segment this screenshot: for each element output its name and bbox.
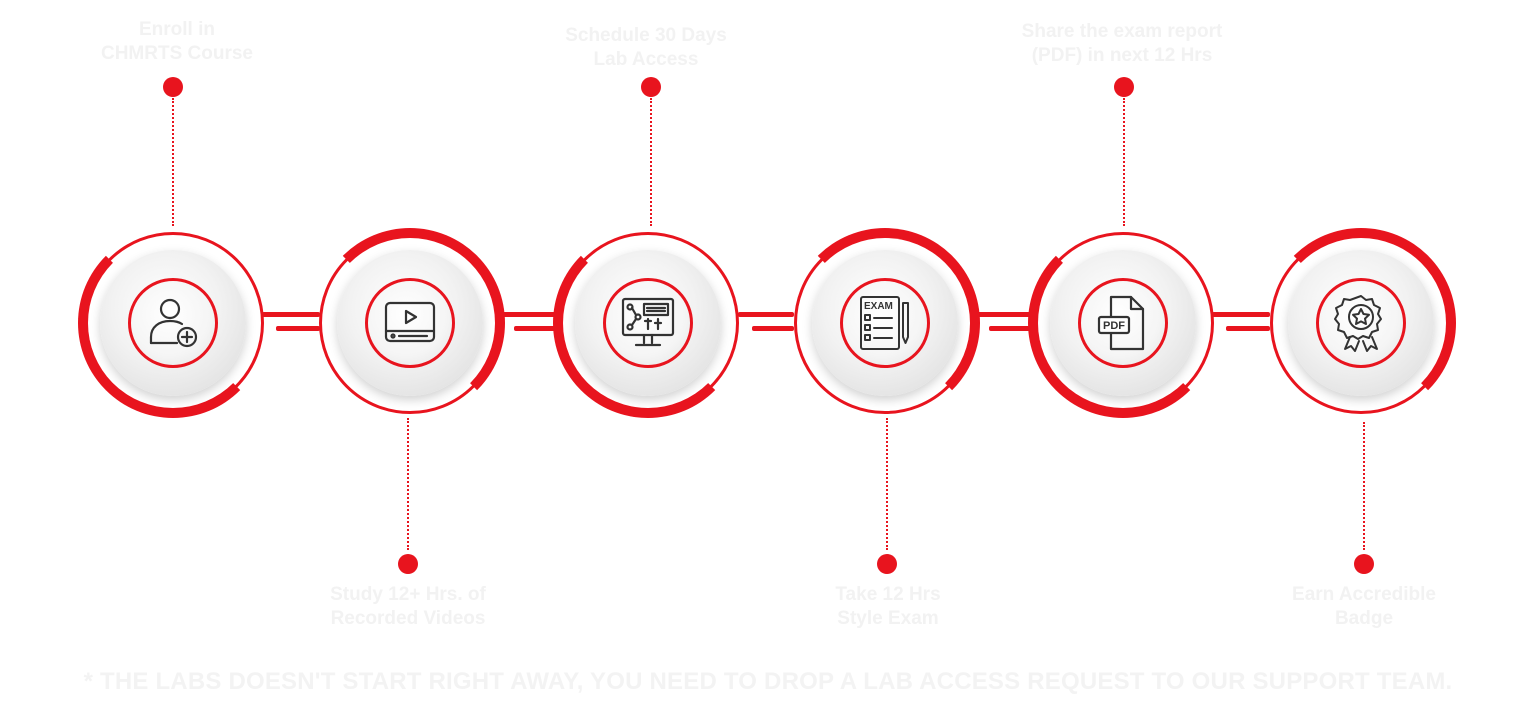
step-1-dot [163,77,183,97]
connector-4-5b [989,326,1033,331]
step-4-thin-ring [794,232,976,414]
step-6-node [1266,228,1456,418]
step-5-dot [1114,77,1134,97]
exam-icon-text: EXAM [864,301,893,312]
connector-5-6 [1212,312,1270,317]
network-computer-icon [621,297,675,347]
step-3-dotted-line [650,98,652,226]
step-6-inner-ring [1316,278,1406,368]
footer-note: * THE LABS DOESN'T START RIGHT AWAY, YOU… [83,668,1453,695]
video-player-icon [384,301,436,343]
step-5-dotted-line [1123,98,1125,226]
step-4-node: EXAM [790,228,980,418]
step-1-node [78,228,268,418]
step-3-inner-ring [603,278,693,368]
connector-3-4b [752,326,794,331]
step-2-inner-ring [365,278,455,368]
step-6-label: Earn Accredible Badge [1292,584,1436,629]
step-2-label: Study 12+ Hrs. of Recorded Videos [330,584,486,629]
step-1-inner-ring [128,278,218,368]
connector-3-4 [738,312,794,317]
step-2-node [315,228,505,418]
connector-2-3 [500,312,558,317]
step-3-dot [641,77,661,97]
step-1-thin-ring [82,232,264,414]
step-4-dotted-line [886,418,888,550]
step-5-node: PDF [1028,228,1218,418]
step-2-thin-ring [319,232,501,414]
step-5-inner-ring [1078,278,1168,368]
step-4-dot [877,554,897,574]
step-1-label: Enroll in CHMRTS Course [100,19,253,64]
step-2-dotted-line [407,418,409,550]
step-1-dotted-line [172,98,174,226]
pdf-icon-text: PDF [1103,320,1125,332]
step-5-label: Share the exam report (PDF) in next 12 H… [1021,21,1223,66]
user-add-icon [149,298,198,348]
step-3-node [553,228,743,418]
step-4-label: Take 12 Hrs Style Exam [835,584,941,629]
step-6-thin-ring [1270,232,1452,414]
connector-1-2b [276,326,320,331]
step-3-thin-ring [557,232,739,414]
connector-1-2 [262,312,320,317]
connector-2-3b [514,326,558,331]
step-2-dot [398,554,418,574]
exam-sheet-icon: EXAM [860,296,909,350]
badge-star-icon [1334,295,1382,352]
pdf-file-icon: PDF [1097,295,1145,351]
step-6-dotted-line [1363,422,1365,550]
step-4-inner-ring [840,278,930,368]
step-6-dot [1354,554,1374,574]
connector-4-5 [975,312,1033,317]
step-5-thin-ring [1032,232,1214,414]
step-3-label: Schedule 30 Days Lab Access [565,25,727,70]
connector-5-6b [1226,326,1270,331]
